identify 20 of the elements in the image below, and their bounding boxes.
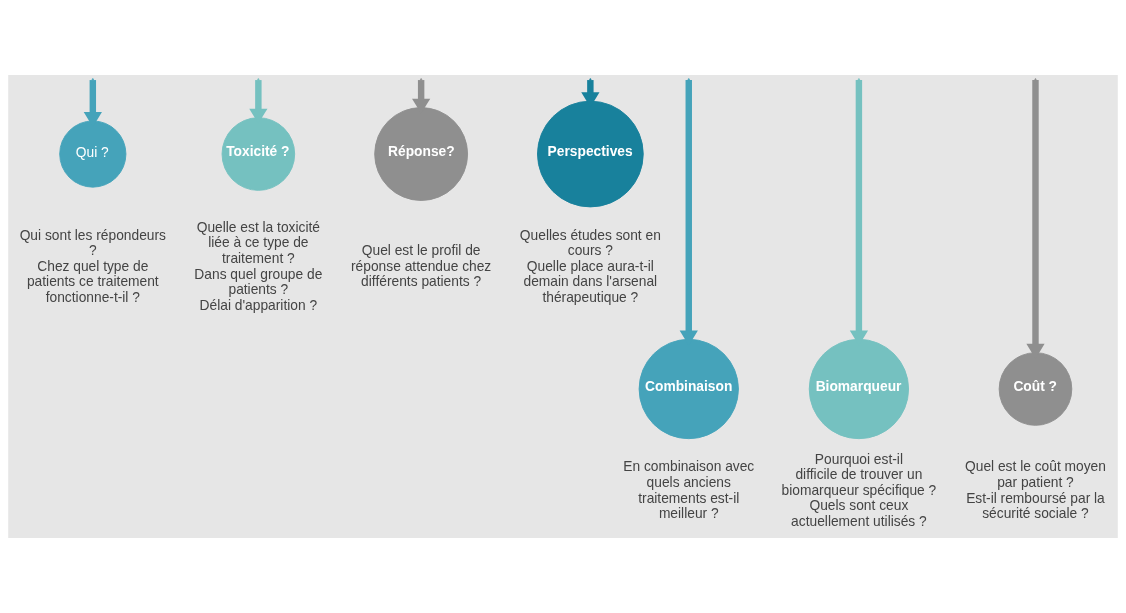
node-label: Qui sont les répondeurs ? [19, 227, 166, 259]
node-circle: Perspectives [537, 100, 644, 208]
node-label: Dans quel groupe de patients ? [194, 266, 323, 298]
node-circle: Combinaison [638, 338, 739, 440]
node-label: Délai d'apparition ? [199, 297, 318, 313]
node-label: Chez quel type de patients ce traitement fonctionne-t-il ? [26, 258, 159, 306]
node-circle: Biomarqueur [808, 338, 910, 440]
node-label: Quelle est la toxicité liée à ce type de traitement ? [196, 219, 321, 267]
node-label: Est-il remboursé par la sécurité sociale ? [966, 490, 1105, 522]
node-label: En combinaison avec quels anciens traitements est-il meilleur ? [623, 459, 755, 522]
node-label: Quelle place aura-t-il demain dans l'arsenal thérapeutique ? [523, 258, 658, 306]
node-label: Quel est le profil de réponse attendue chez différents patients ? [351, 243, 492, 290]
node-label: Quel est le coût moyen par patient ? [965, 459, 1106, 490]
node-circle: Réponse? [374, 107, 469, 201]
node-circle: Coût ? [998, 352, 1073, 426]
node-label: Quels sont ceux actuellement utilisés ? [791, 498, 927, 530]
node-label: Pourquoi est-il difficile de trouver un biomarqueur spécifique ? [781, 451, 937, 498]
node-circle: Toxicité ? [221, 117, 296, 191]
node-circle: Qui ? [59, 120, 127, 188]
node-label: Quelles études sont en cours ? [519, 227, 661, 259]
